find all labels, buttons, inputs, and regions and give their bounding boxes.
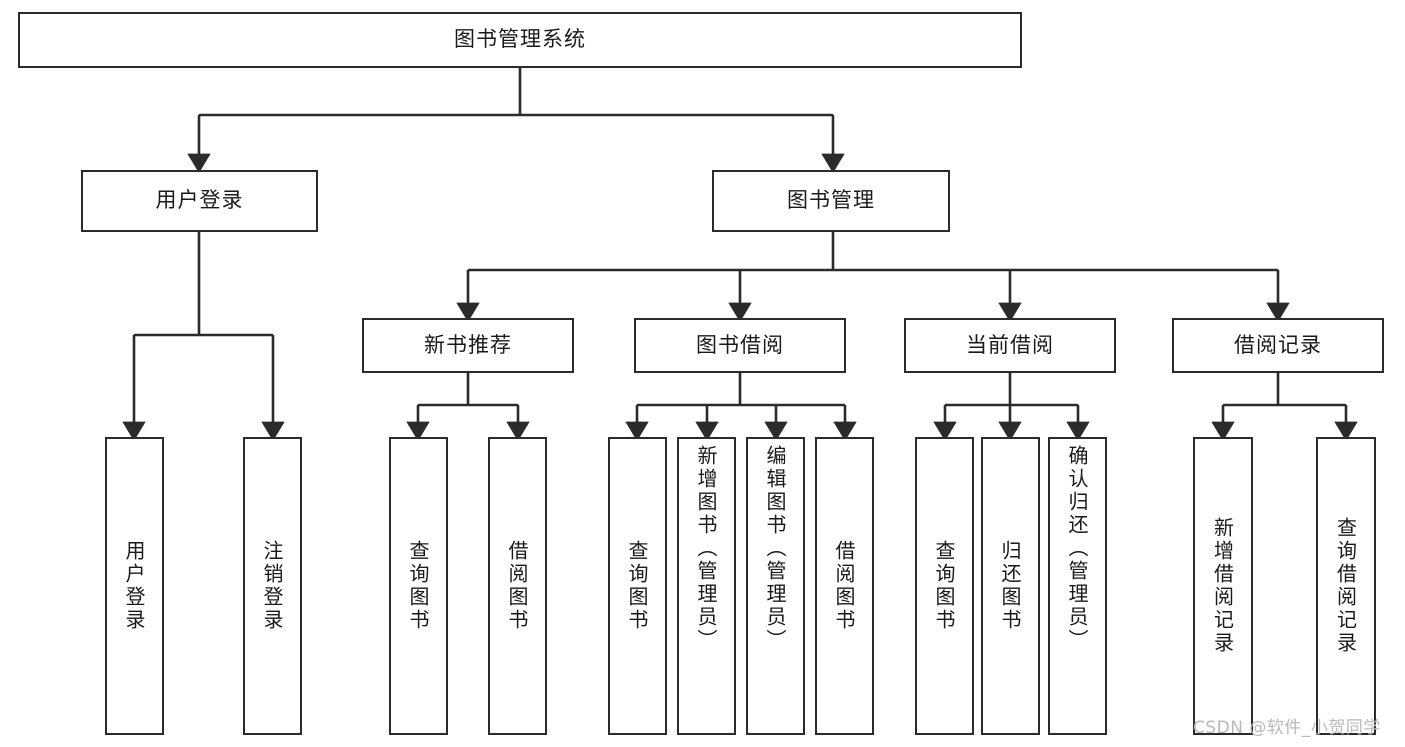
leaf-user-login[interactable]: 用户登录 [105,437,164,735]
leaf-br-query-record-label: 查询借阅记录 [1333,517,1358,655]
leaf-cb-return-book[interactable]: 归还图书 [981,437,1040,735]
leaf-bb-borrow-book-label: 借阅图书 [832,540,856,632]
node-borrow-record[interactable]: 借阅记录 [1172,318,1384,373]
leaf-bb-query-book[interactable]: 查询图书 [608,437,667,735]
leaf-br-add-record[interactable]: 新增借阅记录 [1193,437,1253,735]
node-book-borrow-label: 图书借阅 [696,332,784,357]
leaf-br-query-record[interactable]: 查询借阅记录 [1316,437,1376,735]
leaf-bb-edit-book-label: 编辑图书（管理员） [763,445,787,652]
node-current-borrow-label: 当前借阅 [966,332,1054,357]
node-borrow-record-label: 借阅记录 [1234,332,1322,357]
leaf-bb-add-book-label: 新增图书（管理员） [694,445,718,652]
leaf-cb-confirm-return-label: 确认归还（管理员） [1065,445,1089,652]
node-new-book-recommend-label: 新书推荐 [424,332,512,357]
leaf-br-add-record-label: 新增借阅记录 [1210,517,1235,655]
node-book-borrow[interactable]: 图书借阅 [634,318,846,373]
node-root[interactable]: 图书管理系统 [18,12,1022,68]
leaf-bb-query-book-label: 查询图书 [625,540,649,632]
leaf-cb-confirm-return[interactable]: 确认归还（管理员） [1048,437,1107,735]
leaf-logout[interactable]: 注销登录 [243,437,302,735]
leaf-cb-query-book[interactable]: 查询图书 [915,437,974,735]
leaf-bb-add-book[interactable]: 新增图书（管理员） [677,437,736,735]
node-user-login-label: 用户登录 [155,188,244,213]
leaf-bb-edit-book[interactable]: 编辑图书（管理员） [746,437,805,735]
leaf-nb-borrow-book-label: 借阅图书 [505,540,529,632]
node-new-book-recommend[interactable]: 新书推荐 [362,318,574,373]
node-current-borrow[interactable]: 当前借阅 [904,318,1116,373]
node-root-label: 图书管理系统 [454,27,586,52]
leaf-bb-borrow-book[interactable]: 借阅图书 [815,437,874,735]
leaf-nb-query-book[interactable]: 查询图书 [389,437,448,735]
leaf-nb-query-book-label: 查询图书 [406,540,430,632]
leaf-nb-borrow-book[interactable]: 借阅图书 [488,437,547,735]
node-user-login[interactable]: 用户登录 [81,170,318,232]
leaf-user-login-label: 用户登录 [122,540,146,632]
leaf-cb-return-book-label: 归还图书 [998,540,1022,632]
leaf-cb-query-book-label: 查询图书 [932,540,956,632]
leaf-logout-label: 注销登录 [260,540,284,632]
node-book-management[interactable]: 图书管理 [712,170,950,232]
node-book-management-label: 图书管理 [787,188,875,213]
